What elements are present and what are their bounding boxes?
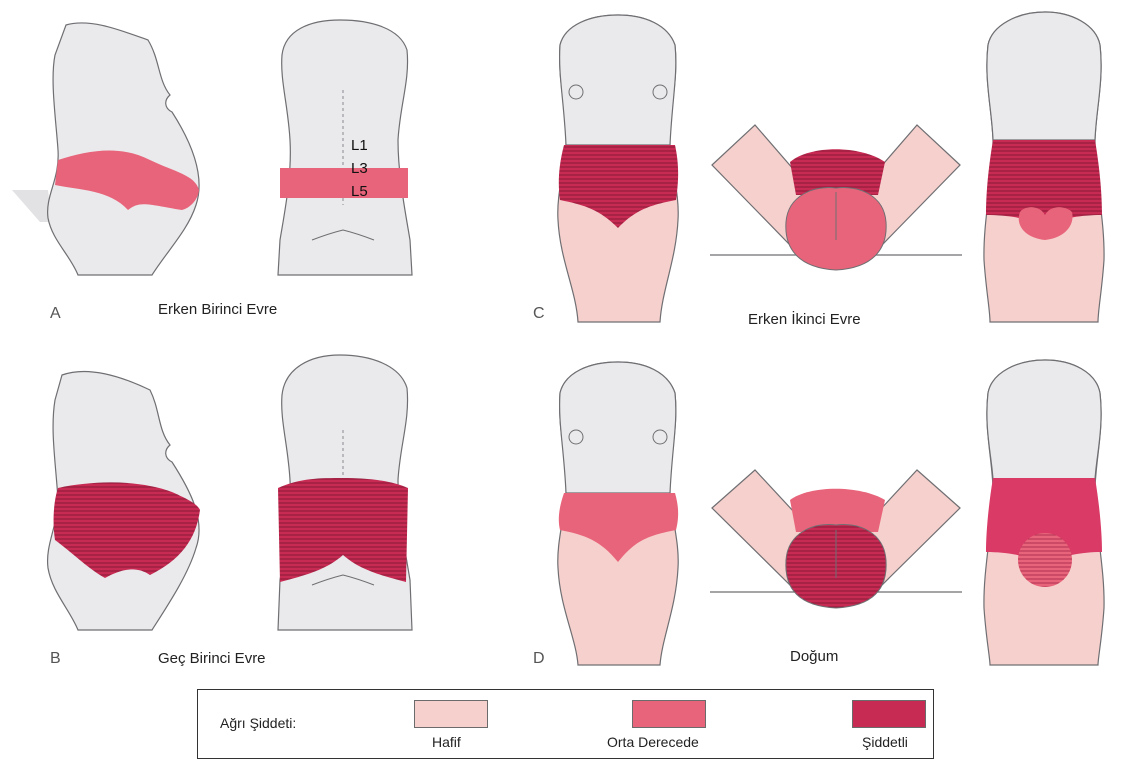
panel-c-front-figure bbox=[558, 15, 678, 322]
legend-swatch-moderate bbox=[632, 700, 706, 728]
panel-title-b: Geç Birinci Evre bbox=[158, 650, 266, 667]
pain-band-c-back bbox=[986, 140, 1102, 225]
vertebra-label-l3: L3 bbox=[351, 160, 368, 177]
panel-c-perineal-figure bbox=[710, 125, 962, 270]
panel-letter-d: D bbox=[533, 650, 545, 668]
panel-a-back-figure bbox=[278, 20, 412, 275]
panel-b-back-figure bbox=[278, 355, 412, 630]
panel-letter-a: A bbox=[50, 305, 61, 323]
pain-area-d-sacrum bbox=[1018, 533, 1072, 587]
legend-title: Ağrı Şiddeti: bbox=[220, 715, 296, 731]
vertebra-label-l1: L1 bbox=[351, 137, 368, 154]
legend-label-severe: Şiddetli bbox=[862, 734, 908, 750]
panel-a-side-figure bbox=[12, 23, 199, 275]
panel-title-a: Erken Birinci Evre bbox=[158, 301, 277, 318]
panel-c-back-figure bbox=[984, 12, 1104, 322]
pain-band-a-back bbox=[280, 168, 408, 198]
legend-swatch-mild bbox=[414, 700, 488, 728]
panel-title-c: Erken İkinci Evre bbox=[748, 311, 861, 328]
panel-b-side-figure bbox=[48, 371, 200, 630]
side-torso-a bbox=[48, 23, 199, 275]
panel-letter-b: B bbox=[50, 650, 61, 668]
panel-letter-c: C bbox=[533, 305, 545, 323]
panel-d-back-figure bbox=[984, 360, 1104, 665]
legend-swatch-severe bbox=[852, 700, 926, 728]
legend-label-moderate: Orta Derecede bbox=[607, 734, 699, 750]
vertebra-label-l5: L5 bbox=[351, 183, 368, 200]
back-torso-a bbox=[278, 20, 412, 275]
panel-d-perineal-figure bbox=[710, 470, 962, 608]
legend: Ağrı Şiddeti: Hafif Orta Derecede Şiddet… bbox=[197, 689, 934, 759]
panel-d-front-figure bbox=[558, 362, 678, 665]
legend-label-mild: Hafif bbox=[432, 734, 461, 750]
panel-title-d: Doğum bbox=[790, 648, 838, 665]
